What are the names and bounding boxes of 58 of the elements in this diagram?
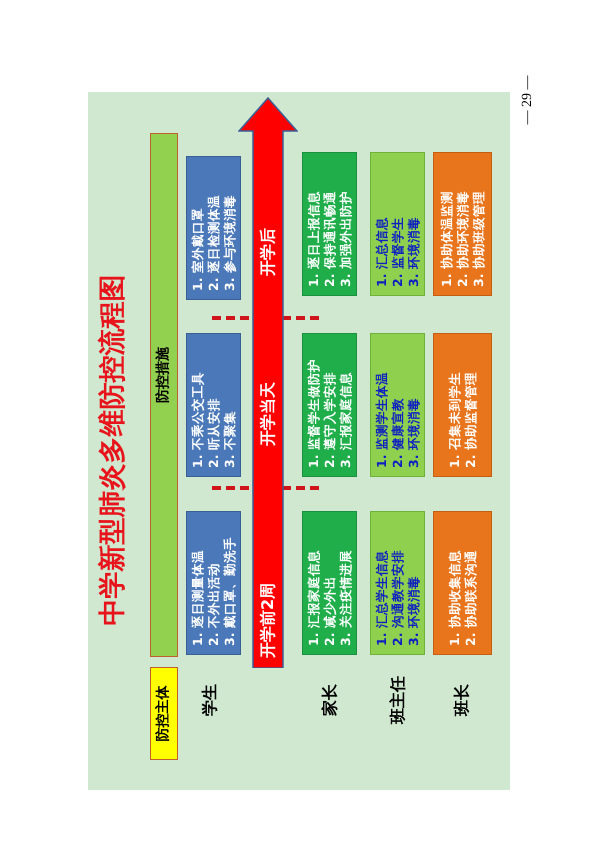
list-item: 3. 协助班级管理 (470, 190, 486, 287)
list-item: 2. 协助联系沟通 (462, 549, 478, 646)
measure-box (302, 152, 357, 296)
list-item: 3. 环境消毒 (406, 575, 422, 646)
list-item: 3. 加强外出防护 (338, 190, 354, 287)
measure-box (433, 333, 492, 477)
list-item: 2. 监督学生 (390, 216, 406, 287)
list-item: 1. 逐日测量体温 (190, 549, 206, 646)
measure-box (433, 511, 492, 655)
list-item: 3. 环境消毒 (406, 216, 422, 287)
list-item: 1. 汇总学生信息 (374, 549, 390, 646)
measure-box (370, 152, 425, 296)
measure-box (186, 511, 241, 655)
list-item: 1. 监测学生体温 (374, 371, 390, 468)
measure-box (370, 333, 425, 477)
title: 中学新型肺炎多维防控流程图 (96, 274, 129, 628)
list-item: 2. 遵守入学安排 (322, 371, 338, 468)
arrow-label: 开学前2周 (257, 582, 278, 658)
measure-box (186, 156, 241, 300)
list-item: 1. 汇报家庭信息 (306, 549, 322, 646)
list-item: 1. 不乘公交工具 (190, 371, 206, 468)
list-item: 2. 协助监督管理 (462, 371, 478, 468)
arrow-label: 开学后 (257, 228, 278, 276)
list-item: 1. 协助收集信息 (446, 549, 462, 646)
measure-box (433, 152, 492, 296)
list-item: 1. 逐日上报信息 (306, 190, 322, 287)
list-item: 1. 协助体温监测 (438, 190, 454, 287)
list-item: 2. 逐日检测体温 (206, 194, 222, 291)
timeline-arrow (238, 97, 298, 668)
measure-box (302, 511, 357, 655)
list-item: 3. 参与环境消毒 (222, 194, 238, 291)
list-item: 2. 沟通教学安排 (390, 549, 406, 646)
list-item: 2. 不外出活动 (206, 562, 222, 646)
list-item: 3. 戴口罩、勤洗手 (222, 536, 238, 646)
list-item: 2. 保持通讯畅通 (322, 190, 338, 287)
measure-box (370, 511, 425, 655)
list-item: 3. 环境消毒 (406, 397, 422, 468)
list-item: 1. 监督学生做防护 (306, 358, 322, 468)
list-item: 2. 减少外出 (322, 575, 338, 646)
arrow-label: 开学当天 (257, 382, 278, 446)
list-item: 3. 关注疫情进展 (338, 549, 354, 646)
measures-bar: 防控措施 (150, 133, 178, 657)
measure-box (186, 333, 241, 477)
list-item: 1. 召集未到学生 (446, 371, 462, 468)
page-number: — 29 — (519, 74, 536, 127)
list-item: 2. 听从安排 (206, 397, 222, 468)
measure-box (302, 333, 357, 477)
row-label: 家长 (319, 683, 340, 718)
subject-header: 防控主体 (150, 667, 178, 760)
row-label: 班主任 (387, 675, 408, 726)
row-label: 学生 (199, 683, 220, 718)
list-item: 2. 协助环境消毒 (454, 190, 470, 287)
row-label: 班长 (451, 683, 472, 718)
list-item: 2. 健康宣教 (390, 397, 406, 468)
list-item: 3. 汇报家庭信息 (338, 371, 354, 468)
list-item: 3. 不聚集 (222, 410, 238, 468)
list-item: 1. 汇总信息 (374, 216, 390, 287)
list-item: 1. 室外戴口罩 (190, 207, 206, 291)
